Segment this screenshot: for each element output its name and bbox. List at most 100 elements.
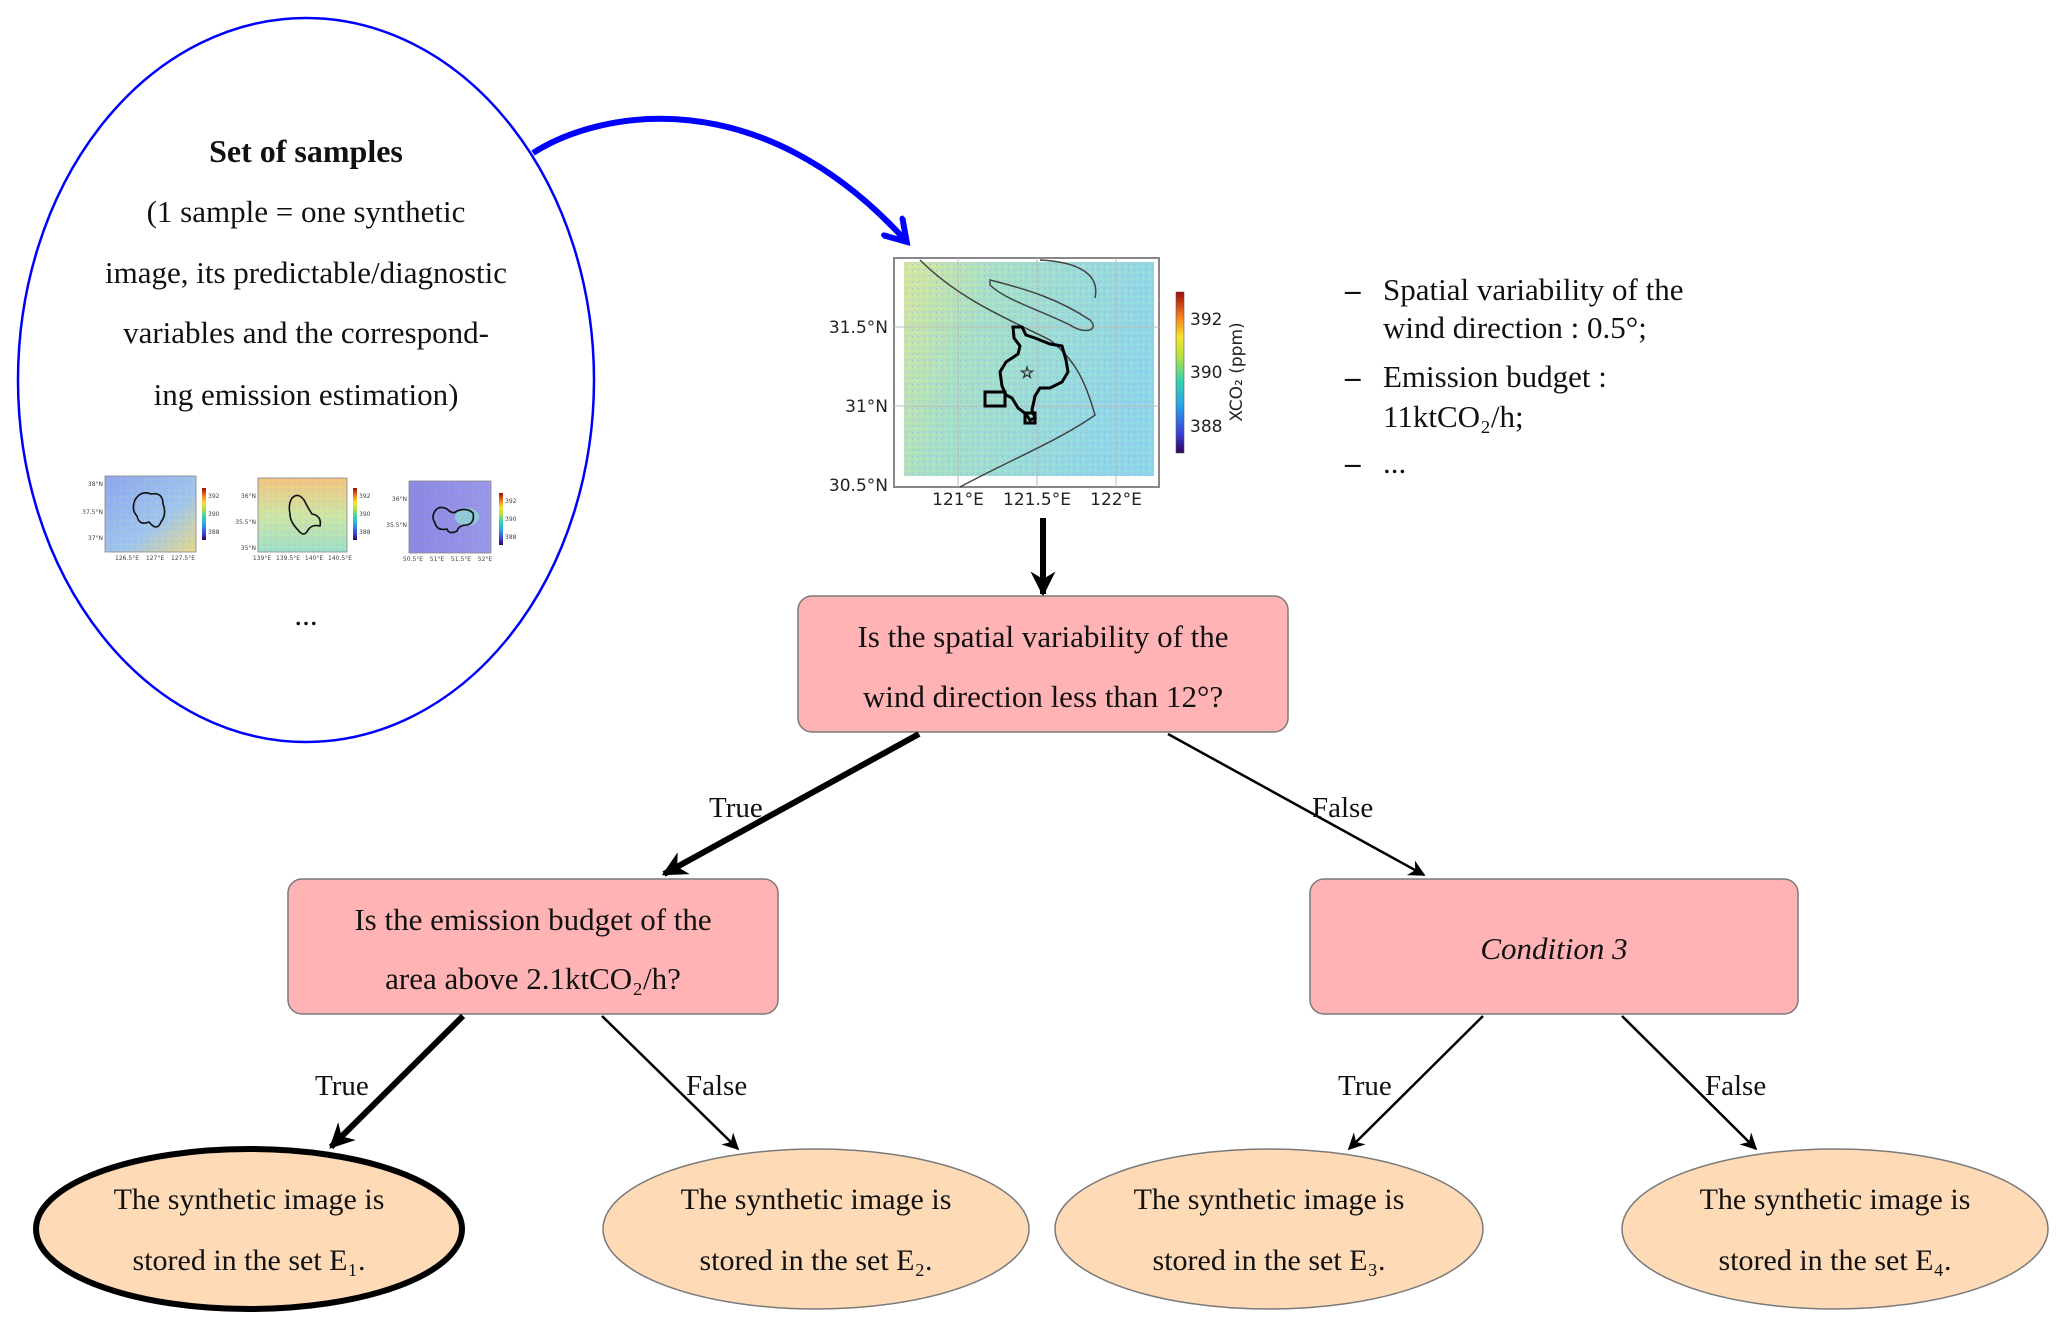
leaf-text: stored in the set E₂. (700, 1244, 933, 1277)
lon-label: 121°E (932, 490, 984, 510)
leaf-text: The synthetic image is (681, 1183, 952, 1216)
leaf-e3-shape (1054, 1148, 1484, 1310)
lat-label: 30.5°N (829, 476, 888, 496)
sample-selection-arrow (531, 115, 905, 240)
thumbnail-colorbar (202, 488, 206, 540)
more-samples-ellipsis: ... (294, 597, 317, 632)
lat-label: 31.5°N (829, 318, 888, 338)
colorbar-label: XCO₂ (ppm) (1227, 322, 1247, 421)
colorbar-tick: 392 (359, 493, 371, 500)
lat-label: 37.5°N (82, 509, 103, 516)
variable-text: wind direction : 0.5°; (1383, 310, 1647, 345)
condition-3-box (1309, 878, 1799, 1015)
lat-label: 35.5°N (386, 522, 407, 529)
leaf-e2-shape (602, 1148, 1030, 1310)
root-true-edge (661, 731, 921, 877)
lon-label: 52°E (478, 556, 493, 563)
thumbnail-noise (105, 476, 196, 552)
city-boundary-part (1023, 411, 1037, 425)
variable-text: ... (1383, 445, 1406, 480)
lon-label: 50.5°E (403, 556, 423, 563)
island-outline (1039, 259, 1097, 299)
edge-label-false: False (686, 1070, 747, 1102)
lat-label: 36°N (241, 493, 256, 500)
leaf-text: stored in the set E₃. (1153, 1244, 1386, 1277)
leaf-set-e4: The synthetic image is stored in the set… (1621, 1148, 2049, 1310)
edge-label-true: True (315, 1070, 369, 1102)
lat-label: 35.5°N (235, 519, 256, 526)
lon-label: 139.5°E (276, 555, 300, 562)
right-true-edge (1347, 1015, 1484, 1151)
emission-budget-condition-box (287, 878, 779, 1015)
lon-label: 140.5°E (328, 555, 352, 562)
thumbnail-colorbar (499, 493, 503, 545)
lon-label: 51.5°E (451, 556, 471, 563)
sample-thumbnail: 392 390 388 36°N 35.5°N 35°N 139°E 139.5… (235, 477, 371, 562)
lat-label: 37°N (88, 535, 103, 542)
root-condition-box (797, 595, 1289, 733)
root-false-edge (1167, 732, 1426, 877)
condition-3-node: Condition 3 (1309, 878, 1799, 1015)
bullet-dash: – (1344, 272, 1361, 307)
colorbar-tick: 388 (1190, 417, 1222, 437)
lon-label: 126.5°E (115, 555, 139, 562)
lon-label: 140°E (305, 555, 323, 562)
samples-set-title: Set of samples (209, 133, 403, 169)
leaf-set-e2: The synthetic image is stored in the set… (602, 1148, 1030, 1310)
leaf-set-e1: The synthetic image is stored in the set… (33, 1146, 465, 1312)
lon-label: 127°E (146, 555, 164, 562)
sample-thumbnail: 392 390 388 38°N 37.5°N 37°N 126.5°E 127… (82, 475, 220, 562)
edge-label-true: True (709, 792, 763, 824)
city-boundary (132, 492, 166, 528)
edge-label-false: False (1312, 792, 1373, 824)
example-variables-list: – Spatial variability of the wind direct… (1344, 272, 1683, 480)
leaf-text: The synthetic image is (114, 1183, 385, 1216)
xco2-noise (904, 262, 1154, 476)
lat-label: 35°N (241, 545, 256, 552)
colorbar-tick: 392 (1190, 310, 1222, 330)
leaf-text: The synthetic image is (1700, 1183, 1971, 1216)
left-false-edge (601, 1015, 740, 1151)
colorbar-tick: 390 (1190, 363, 1222, 383)
leaf-text: stored in the set E₁. (133, 1244, 366, 1277)
leaf-text: The synthetic image is (1134, 1183, 1405, 1216)
bullet-dash: – (1344, 445, 1361, 480)
emission-budget-condition-node: Is the emission budget of the area above… (287, 878, 779, 1015)
lon-label: 121.5°E (1003, 490, 1071, 510)
lon-label: 51°E (430, 556, 445, 563)
samples-description-line: variables and the correspond- (123, 315, 489, 350)
colorbar-tick: 390 (359, 511, 371, 518)
left-true-edge (328, 1013, 466, 1150)
right-false-edge (1621, 1015, 1758, 1151)
source-star-icon: ☆ (1020, 365, 1034, 382)
colorbar-tick: 390 (208, 511, 220, 518)
edge-label-false: False (1705, 1070, 1766, 1102)
root-condition-text: wind direction less than 12°? (863, 679, 1223, 714)
example-map: ☆ 31.5°N 31°N 30.5°N 121°E 121.5°E 122°E… (829, 257, 1247, 510)
samples-set-outline (16, 16, 596, 744)
lat-label: 36°N (392, 496, 407, 503)
colorbar-tick: 388 (505, 534, 517, 541)
samples-set: Set of samples (1 sample = one synthetic… (16, 16, 596, 744)
emission-budget-condition-text: area above 2.1ktCO₂/h? (385, 961, 681, 996)
bullet-dash: – (1344, 359, 1361, 394)
condition-3-text: Condition 3 (1480, 931, 1627, 966)
edge-label-true: True (1338, 1070, 1392, 1102)
city-boundary-part (983, 390, 1007, 408)
emission-budget-condition-text: Is the emission budget of the (354, 902, 711, 937)
lon-label: 122°E (1090, 490, 1142, 510)
root-condition-text: Is the spatial variability of the (857, 619, 1228, 654)
city-boundary (432, 506, 475, 534)
lon-label: 139°E (253, 555, 271, 562)
leaf-e4-shape (1621, 1148, 2049, 1310)
lat-label: 38°N (88, 481, 103, 488)
leaf-set-e3: The synthetic image is stored in the set… (1054, 1148, 1484, 1310)
samples-description-line: ing emission estimation) (154, 377, 459, 412)
colorbar-tick: 392 (505, 498, 517, 505)
colorbar (1175, 291, 1185, 454)
variable-text: Spatial variability of the (1383, 272, 1683, 307)
coastline (919, 259, 1096, 488)
variable-text: Emission budget : (1383, 359, 1607, 394)
thumbnail-colorbar (353, 488, 357, 540)
